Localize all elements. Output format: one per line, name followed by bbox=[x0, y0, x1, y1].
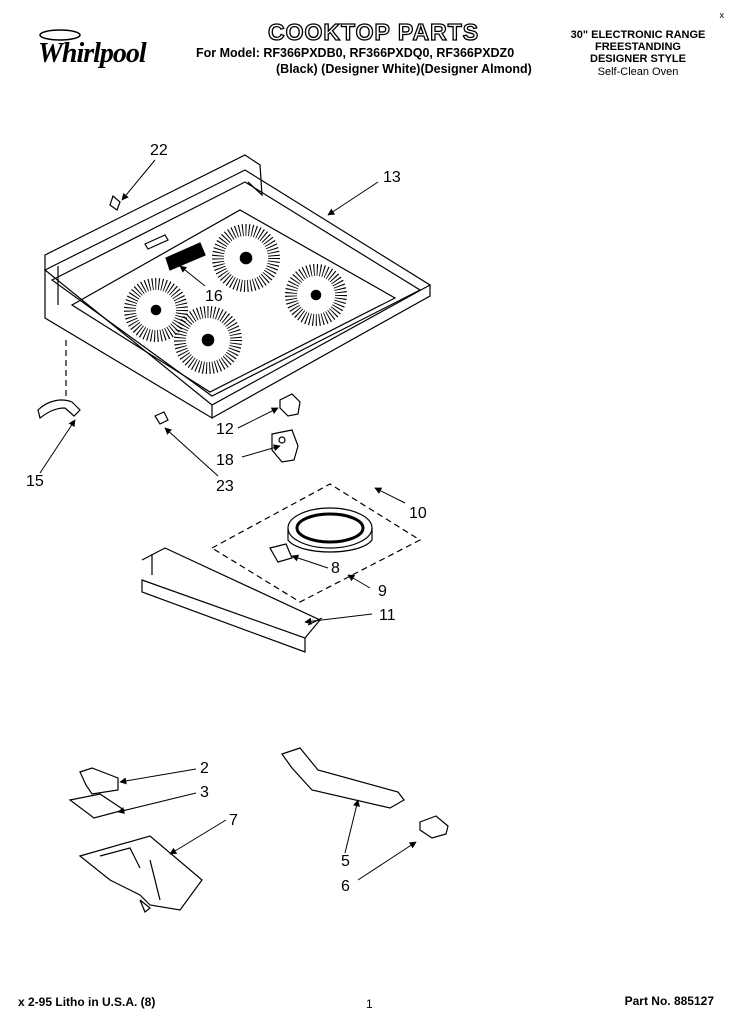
product-type: 30" ELECTRONIC RANGE bbox=[570, 29, 706, 41]
burner-element-back-left bbox=[124, 278, 188, 342]
bracket-part-12 bbox=[279, 393, 301, 417]
connector-part-6 bbox=[419, 815, 449, 839]
limiter-part-8 bbox=[269, 543, 293, 563]
brand-logo-badge bbox=[39, 29, 81, 41]
callout-13: 13 bbox=[383, 169, 401, 186]
radiant-element-part-9 bbox=[287, 507, 373, 553]
callout-8: 8 bbox=[331, 560, 340, 577]
insulator-part-3 bbox=[68, 793, 126, 819]
brand-logo: Whirlpool bbox=[38, 38, 147, 69]
product-install: FREESTANDING bbox=[595, 41, 681, 53]
clip-part-23 bbox=[154, 411, 169, 425]
callout-16: 16 bbox=[205, 288, 223, 305]
leader-lines bbox=[39, 159, 417, 881]
burner-element-front-left bbox=[174, 306, 242, 374]
corner-mark: x bbox=[719, 10, 725, 20]
cooktop-glass-panel bbox=[43, 154, 432, 420]
model-numbers: For Model: RF366PXDB0, RF366PXDQ0, RF366… bbox=[196, 46, 515, 60]
part-number: Part No. 885127 bbox=[624, 994, 714, 1008]
support-bracket-part-11 bbox=[141, 547, 323, 653]
callout-11: 11 bbox=[379, 607, 396, 624]
clip-part-22 bbox=[109, 194, 121, 211]
callout-7: 7 bbox=[229, 812, 238, 829]
product-style: DESIGNER STYLE bbox=[590, 53, 686, 65]
callout-23: 23 bbox=[216, 478, 234, 495]
callout-18: 18 bbox=[216, 452, 234, 469]
callout-9: 9 bbox=[378, 583, 387, 600]
page-title: COOKTOP PARTS bbox=[267, 18, 480, 45]
element-assembly-outline bbox=[210, 483, 422, 603]
terminal-part-2 bbox=[79, 767, 119, 795]
model-colors: (Black) (Designer White)(Designer Almond… bbox=[276, 62, 532, 76]
page-number: 1 bbox=[366, 997, 373, 1011]
terminal-block-part-15 bbox=[37, 340, 81, 420]
callout-3: 3 bbox=[200, 784, 209, 801]
burner-element-back-right bbox=[212, 224, 280, 292]
product-oven: Self-Clean Oven bbox=[597, 66, 679, 78]
callout-22: 22 bbox=[150, 142, 168, 159]
callout-15: 15 bbox=[26, 473, 44, 490]
wire-shield-part-5 bbox=[281, 747, 405, 809]
bracket-assembly-part-7 bbox=[78, 835, 203, 913]
switch-part-18 bbox=[271, 429, 299, 463]
burner-element-front-right bbox=[285, 264, 347, 326]
callout-5: 5 bbox=[341, 853, 350, 870]
callout-10: 10 bbox=[409, 505, 427, 522]
callout-2: 2 bbox=[200, 760, 209, 777]
control-overlay-part bbox=[144, 234, 206, 271]
litho-note: x 2-95 Litho in U.S.A. (8) bbox=[18, 995, 156, 1009]
callout-12: 12 bbox=[216, 421, 234, 438]
callout-6: 6 bbox=[341, 878, 350, 895]
